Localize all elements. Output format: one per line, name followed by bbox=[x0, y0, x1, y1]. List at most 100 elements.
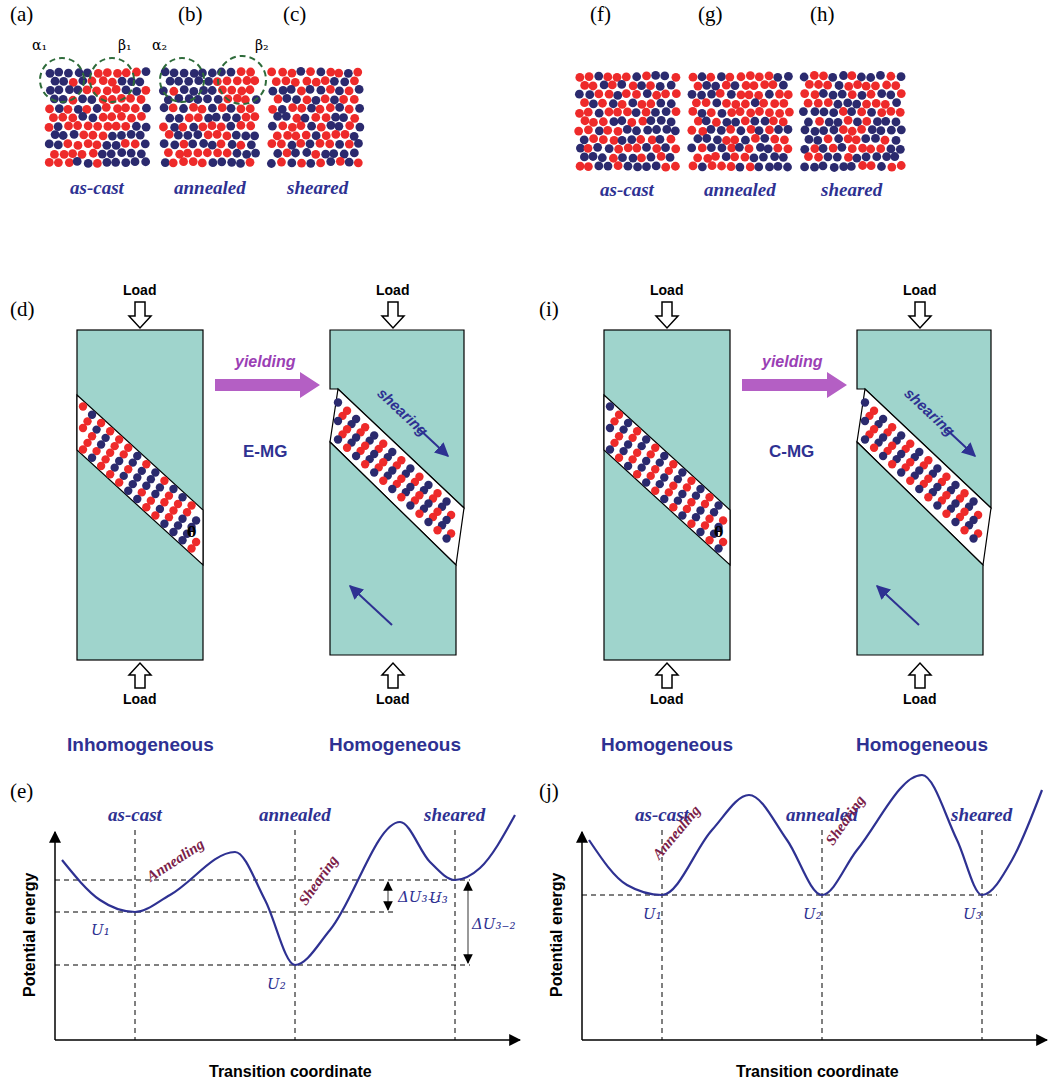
atom bbox=[330, 96, 339, 105]
atom bbox=[862, 152, 871, 161]
atom bbox=[614, 127, 623, 136]
atom bbox=[843, 99, 852, 108]
atom bbox=[605, 144, 614, 153]
atom bbox=[779, 81, 788, 90]
atom bbox=[707, 108, 716, 117]
load-label: Load bbox=[650, 283, 683, 298]
atom bbox=[844, 134, 853, 143]
atom bbox=[599, 117, 608, 126]
atom bbox=[844, 116, 853, 125]
atom-panel bbox=[159, 67, 261, 168]
atom bbox=[45, 105, 54, 114]
atom bbox=[88, 411, 96, 419]
atom bbox=[866, 145, 875, 154]
atom bbox=[93, 122, 102, 131]
atom bbox=[283, 131, 292, 140]
atom bbox=[830, 163, 839, 172]
atom bbox=[671, 162, 680, 171]
atom bbox=[891, 81, 900, 90]
atom bbox=[213, 130, 222, 139]
atom bbox=[433, 508, 441, 516]
atom bbox=[951, 481, 959, 489]
atom bbox=[142, 123, 151, 132]
atom bbox=[178, 536, 186, 544]
atom bbox=[166, 77, 175, 86]
atom bbox=[779, 118, 788, 127]
atom bbox=[648, 136, 657, 145]
atom bbox=[617, 80, 626, 89]
atom bbox=[722, 81, 731, 90]
atom bbox=[804, 99, 813, 108]
atom bbox=[727, 144, 736, 153]
atom bbox=[64, 69, 73, 78]
atom bbox=[618, 136, 627, 145]
atom bbox=[187, 501, 195, 509]
atom bbox=[651, 108, 660, 117]
atom bbox=[741, 153, 750, 162]
atom bbox=[273, 149, 282, 158]
atom bbox=[576, 144, 585, 153]
atom bbox=[687, 144, 696, 153]
atom bbox=[327, 121, 336, 130]
atom bbox=[609, 117, 618, 126]
atom bbox=[888, 442, 896, 450]
atom bbox=[661, 163, 670, 172]
atom bbox=[759, 99, 768, 108]
atom bbox=[343, 425, 351, 433]
atom bbox=[784, 72, 793, 81]
state-label: sheared bbox=[821, 180, 882, 201]
atom bbox=[406, 483, 414, 491]
panel-label: (c) bbox=[283, 3, 306, 26]
atom bbox=[580, 153, 589, 162]
atom bbox=[805, 80, 814, 89]
atom bbox=[237, 104, 246, 113]
atom bbox=[169, 87, 178, 96]
load-label: Load bbox=[123, 692, 156, 707]
level-guide bbox=[582, 895, 997, 896]
atom bbox=[343, 407, 351, 415]
atom bbox=[730, 152, 739, 161]
atom bbox=[707, 143, 716, 152]
atom bbox=[705, 493, 713, 501]
atom bbox=[170, 68, 179, 77]
atom bbox=[361, 442, 369, 450]
atom bbox=[780, 135, 789, 144]
atom bbox=[847, 107, 856, 116]
atom bbox=[633, 427, 641, 435]
atom bbox=[835, 81, 844, 90]
atom bbox=[712, 99, 721, 108]
atom bbox=[652, 91, 661, 100]
atom bbox=[622, 72, 631, 81]
atom bbox=[54, 68, 63, 77]
atom bbox=[233, 94, 242, 103]
atom bbox=[93, 141, 102, 150]
atom bbox=[866, 73, 875, 82]
atom bbox=[442, 516, 450, 524]
level-guide bbox=[55, 912, 395, 913]
atom bbox=[45, 139, 54, 148]
atom bbox=[112, 122, 121, 131]
atom bbox=[64, 122, 73, 131]
glass-type: E-MG bbox=[243, 443, 287, 462]
atom bbox=[397, 475, 405, 483]
load-label: Load bbox=[123, 283, 156, 298]
atom bbox=[165, 130, 174, 139]
atom bbox=[141, 157, 150, 166]
atom bbox=[189, 103, 198, 112]
atom bbox=[707, 125, 716, 134]
atom bbox=[160, 520, 168, 528]
atom bbox=[756, 143, 765, 152]
atom bbox=[660, 72, 669, 81]
atom bbox=[933, 464, 941, 472]
atom bbox=[54, 141, 63, 150]
atom bbox=[246, 68, 255, 77]
glass-type: C-MG bbox=[769, 443, 814, 462]
atom bbox=[746, 163, 755, 172]
atom bbox=[117, 112, 126, 121]
atom bbox=[424, 518, 432, 526]
atom bbox=[350, 149, 359, 158]
atom bbox=[888, 460, 896, 468]
atom bbox=[886, 72, 895, 81]
atom bbox=[837, 143, 846, 152]
atom bbox=[321, 76, 330, 85]
